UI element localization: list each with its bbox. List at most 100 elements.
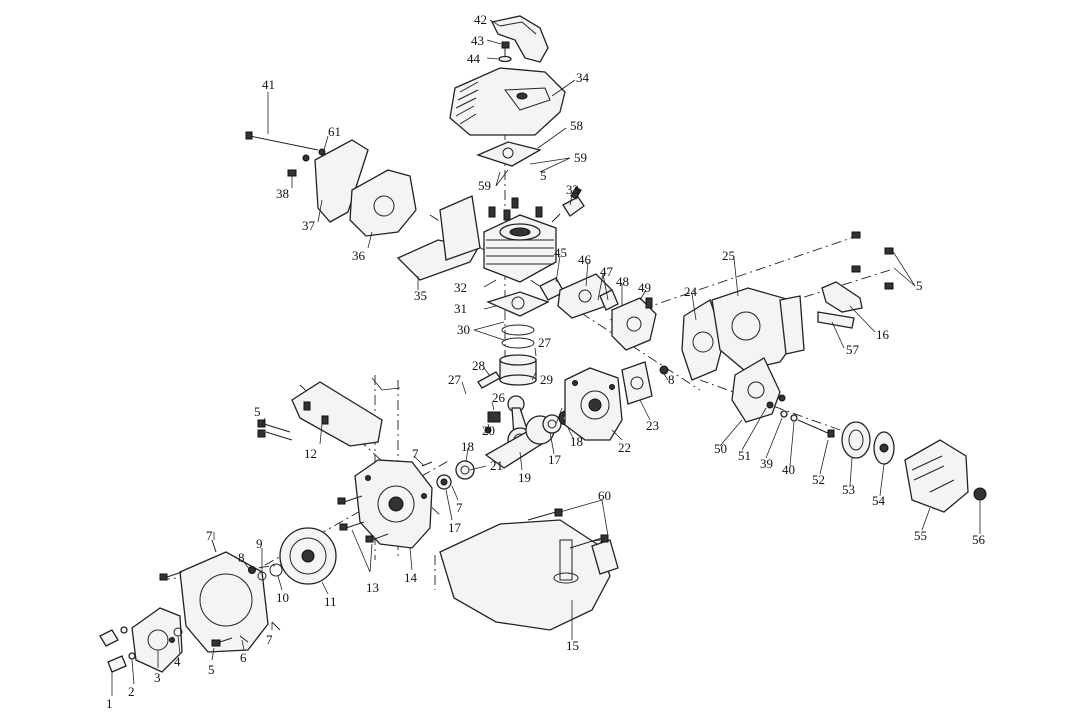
washer-44 — [498, 55, 512, 63]
heat-shield-plate — [439, 195, 481, 261]
label-2: 2 — [128, 684, 135, 699]
handle-grip-1 — [99, 629, 127, 673]
label-61: 61 — [328, 124, 341, 139]
needle-bearing-26 — [487, 411, 501, 423]
label-38: 38 — [276, 186, 289, 201]
label-43: 43 — [471, 33, 484, 48]
air-filter-base — [681, 299, 725, 381]
pin-6 — [239, 635, 249, 643]
base-gasket — [486, 291, 550, 317]
label-41: 41 — [262, 77, 275, 92]
label-40: 40 — [782, 462, 795, 477]
crankcase-right — [564, 367, 623, 441]
label-42: 42 — [474, 12, 487, 27]
oil-seal-21 — [436, 474, 452, 490]
label-18-right: 18 — [570, 434, 583, 449]
washer-10 — [269, 563, 283, 577]
spring-washer-39 — [780, 410, 788, 418]
label-33: 33 — [566, 182, 579, 197]
label-46: 46 — [578, 252, 592, 267]
label-45: 45 — [554, 245, 567, 260]
label-5-top: 5 — [540, 168, 547, 183]
label-17-right: 17 — [548, 452, 562, 467]
label-7-mid: 7 — [412, 446, 419, 461]
label-59-right: 59 — [574, 150, 587, 165]
label-25: 25 — [722, 248, 735, 263]
fuel-tank — [439, 519, 619, 631]
label-53: 53 — [842, 482, 855, 497]
washer-40 — [790, 414, 798, 422]
muffler-body — [904, 439, 969, 513]
washer-61 — [302, 148, 326, 162]
label-11: 11 — [324, 594, 337, 609]
leader-lines — [111, 19, 981, 696]
gasket-23 — [621, 361, 653, 405]
label-56: 56 — [972, 532, 986, 547]
screw-43 — [501, 41, 510, 56]
washers-51 — [766, 394, 786, 409]
pins-7-lower — [211, 539, 281, 631]
label-9: 9 — [256, 536, 263, 551]
label-16: 16 — [876, 327, 890, 342]
cylinder — [483, 214, 557, 283]
cylinder-bolts — [488, 197, 543, 221]
label-7-top: 7 — [206, 528, 213, 543]
crankcase-left — [354, 459, 433, 549]
label-12: 12 — [304, 446, 317, 461]
label-8-right: 8 — [668, 372, 675, 387]
label-55: 55 — [914, 528, 927, 543]
screws-left-starter — [159, 571, 183, 581]
screws-5-left — [257, 419, 293, 441]
nut-8-starter — [248, 566, 256, 574]
top-cover — [449, 67, 566, 136]
label-7-left: 7 — [456, 500, 463, 515]
label-14: 14 — [404, 570, 418, 585]
screws-5-right — [851, 231, 894, 290]
label-36: 36 — [352, 248, 366, 263]
bearing-18-left — [455, 460, 475, 480]
bearing-17 — [542, 414, 562, 434]
bracket-16 — [821, 281, 863, 313]
label-48: 48 — [616, 274, 629, 289]
shroud-36 — [349, 169, 417, 237]
label-24: 24 — [684, 284, 698, 299]
bolts-13 — [337, 495, 389, 543]
label-21: 21 — [490, 458, 503, 473]
label-20: 20 — [482, 423, 495, 438]
label-1: 1 — [106, 696, 113, 711]
label-37: 37 — [302, 218, 316, 233]
label-52: 52 — [812, 472, 825, 487]
bolt-41 — [245, 131, 319, 151]
bolt-52 — [797, 419, 835, 438]
nut-8 — [659, 365, 669, 375]
label-49: 49 — [638, 280, 651, 295]
label-44: 44 — [467, 51, 481, 66]
label-19: 19 — [518, 470, 531, 485]
label-51: 51 — [738, 448, 751, 463]
label-8-left: 8 — [238, 550, 245, 565]
shroud-37 — [314, 139, 369, 223]
washer-2 — [120, 626, 136, 660]
label-28: 28 — [472, 358, 485, 373]
label-5-right: 5 — [916, 278, 923, 293]
label-5-bottom: 5 — [208, 662, 215, 677]
label-30: 30 — [457, 322, 470, 337]
label-29: 29 — [540, 372, 553, 387]
label-7-bottom: 7 — [266, 632, 273, 647]
spark-plug — [551, 186, 585, 223]
starter-housing — [179, 551, 269, 653]
muffler-gasket-53 — [841, 421, 871, 459]
label-22: 22 — [618, 440, 631, 455]
nut-56 — [973, 487, 987, 501]
part-number-labels: 42 43 44 34 58 59 5 59 33 32 31 30 27 28… — [106, 12, 986, 711]
label-18-left: 18 — [461, 439, 474, 454]
air-filter-case — [711, 287, 805, 371]
label-5-left: 5 — [254, 404, 261, 419]
handle-12 — [291, 381, 383, 447]
label-32: 32 — [454, 280, 467, 295]
piston-rings — [501, 324, 535, 349]
label-23: 23 — [646, 418, 659, 433]
muffler-bracket-50 — [731, 357, 781, 423]
label-4: 4 — [174, 654, 181, 669]
